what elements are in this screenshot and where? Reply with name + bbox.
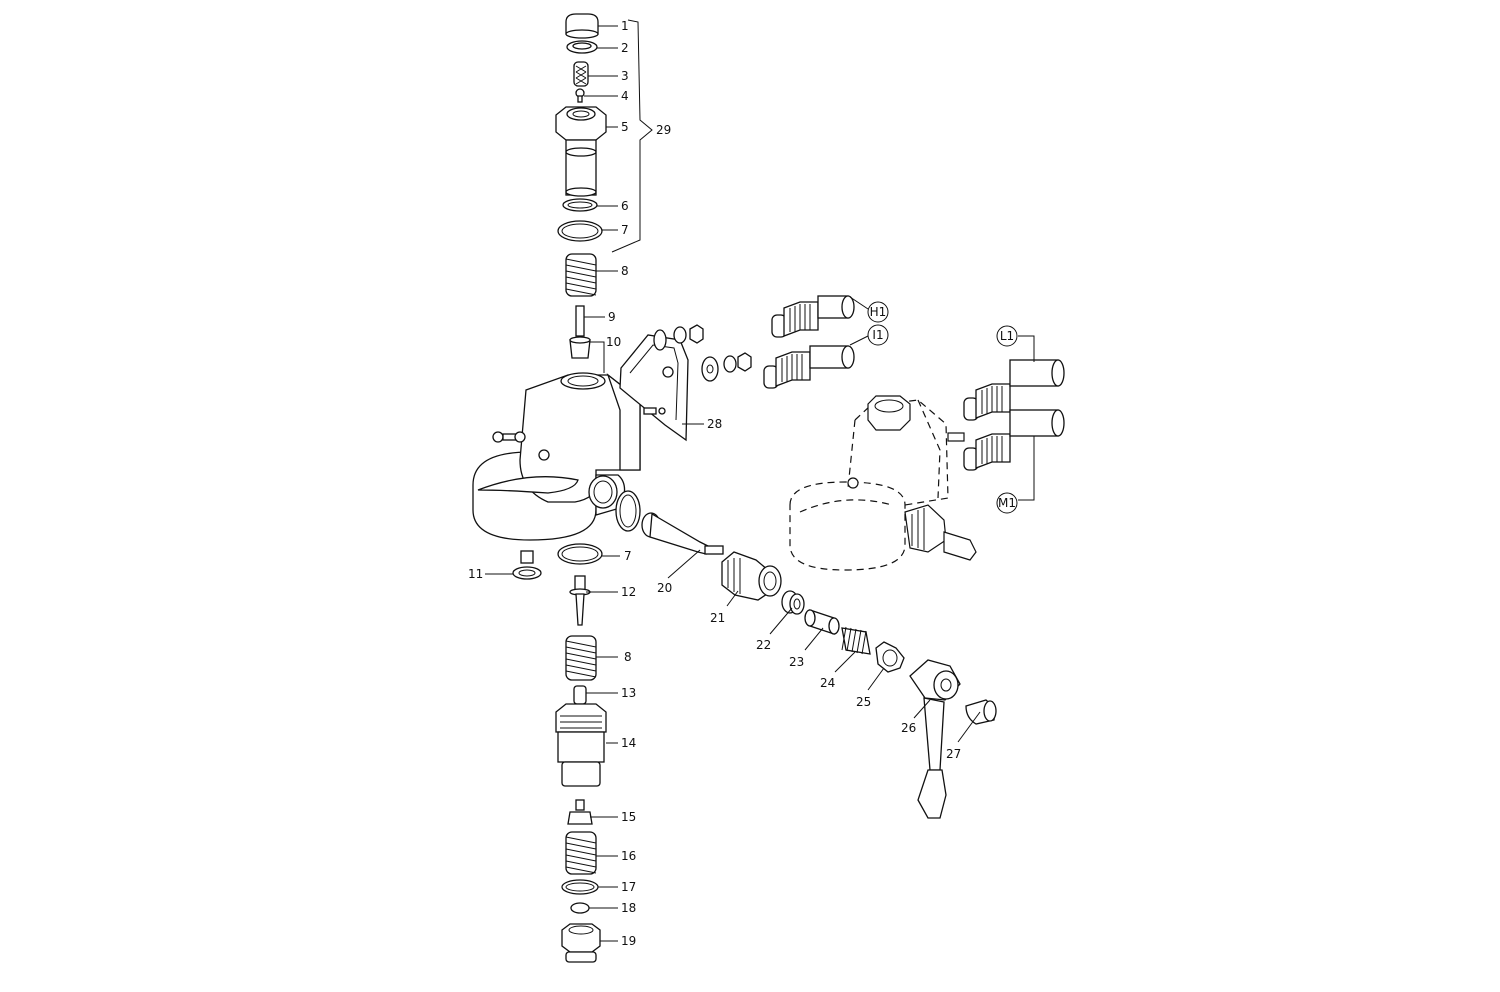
- part-27-knob: [965, 699, 997, 725]
- washers-nuts-i1: [701, 352, 752, 382]
- leader-lines: [485, 25, 1035, 942]
- part-10-valve-body: [472, 372, 641, 541]
- label-10: 10: [606, 335, 621, 349]
- label-9: 9: [608, 310, 616, 324]
- callout-i1: [867, 324, 889, 346]
- part-19-nut: [561, 923, 601, 963]
- part-26-handle: [909, 659, 961, 819]
- part-3-filter: [573, 61, 589, 87]
- fitting-m1: [963, 409, 1065, 471]
- part-1-cap: [565, 13, 599, 39]
- label-h1: H1: [870, 305, 887, 319]
- label-15: 15: [621, 810, 636, 824]
- label-1: 1: [621, 19, 629, 33]
- connection-callouts: [867, 301, 1018, 514]
- part-6-oring: [562, 198, 598, 212]
- label-29: 29: [656, 123, 671, 137]
- label-11: 11: [468, 567, 483, 581]
- callout-l1: [996, 325, 1018, 347]
- label-21: 21: [710, 611, 725, 625]
- part-24-spring: [841, 626, 871, 655]
- callout-m1: [996, 492, 1018, 514]
- part-7b-gasket: [557, 543, 603, 565]
- part-15-valve: [567, 799, 593, 825]
- label-i1: I1: [872, 328, 883, 342]
- part-18-washer: [570, 902, 590, 914]
- label-20: 20: [657, 581, 672, 595]
- part-8b-spring: [565, 635, 597, 681]
- part-2-washer: [566, 40, 598, 54]
- part-16-spring: [565, 831, 597, 875]
- part-labels: 1 2 3 4 5 6 7 8 9 10 11 7 12 8 13 14 15 …: [468, 19, 961, 948]
- part-14-body: [555, 703, 607, 787]
- label-6: 6: [621, 199, 629, 213]
- part-7a-gasket: [557, 220, 603, 242]
- label-8b: 8: [624, 650, 632, 664]
- label-27: 27: [946, 747, 961, 761]
- label-26: 26: [901, 721, 916, 735]
- label-17: 17: [621, 880, 636, 894]
- label-8a: 8: [621, 264, 629, 278]
- part-17-oring: [561, 879, 599, 895]
- fitting-h1: [771, 295, 855, 338]
- part-8a-spring: [565, 253, 597, 297]
- label-22: 22: [756, 638, 771, 652]
- part-12-pin: [569, 575, 591, 626]
- label-2: 2: [621, 41, 629, 55]
- label-23: 23: [789, 655, 804, 669]
- label-5: 5: [621, 120, 629, 134]
- part-23-sleeve: [804, 609, 840, 635]
- part-10-side-screw: [492, 431, 526, 443]
- label-12: 12: [621, 585, 636, 599]
- part-7c-gasket: [615, 490, 641, 532]
- label-19: 19: [621, 934, 636, 948]
- label-7a: 7: [621, 223, 629, 237]
- label-24: 24: [820, 676, 835, 690]
- label-14: 14: [621, 736, 636, 750]
- callout-h1: [867, 301, 889, 323]
- label-18: 18: [621, 901, 636, 915]
- fitting-l1: [963, 359, 1065, 421]
- label-16: 16: [621, 849, 636, 863]
- ghost-assembly: [789, 395, 977, 571]
- label-3: 3: [621, 69, 629, 83]
- washers-nuts-h1: [653, 324, 704, 351]
- connection-labels: H1 I1 L1 M1: [870, 305, 1016, 510]
- label-13: 13: [621, 686, 636, 700]
- part-25-nut: [875, 641, 905, 673]
- label-m1: M1: [998, 496, 1016, 510]
- part-22-seal: [781, 590, 805, 615]
- part-11-screw: [512, 550, 542, 580]
- label-7b: 7: [624, 549, 632, 563]
- part-20-shaft: [641, 512, 724, 555]
- part-9-pin: [569, 305, 591, 359]
- part-5-body-nut: [555, 106, 607, 197]
- label-l1: L1: [1000, 329, 1014, 343]
- label-4: 4: [621, 89, 629, 103]
- part-13-piston: [573, 685, 587, 705]
- label-28: 28: [707, 417, 722, 431]
- part-4-screw: [575, 88, 585, 103]
- part-28-bracket: [619, 334, 689, 442]
- label-25: 25: [856, 695, 871, 709]
- bracket-29: [611, 19, 653, 253]
- fitting-i1: [763, 345, 855, 389]
- part-21-nut: [721, 551, 782, 601]
